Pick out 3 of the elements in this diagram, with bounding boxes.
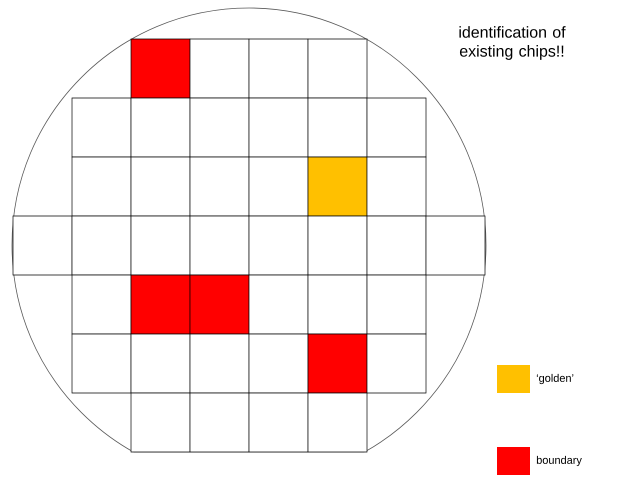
title: identification of existing chips!! — [459, 26, 566, 60]
legend-label: boundary — [536, 456, 582, 466]
legend-label: ‘golden’ — [536, 374, 574, 384]
